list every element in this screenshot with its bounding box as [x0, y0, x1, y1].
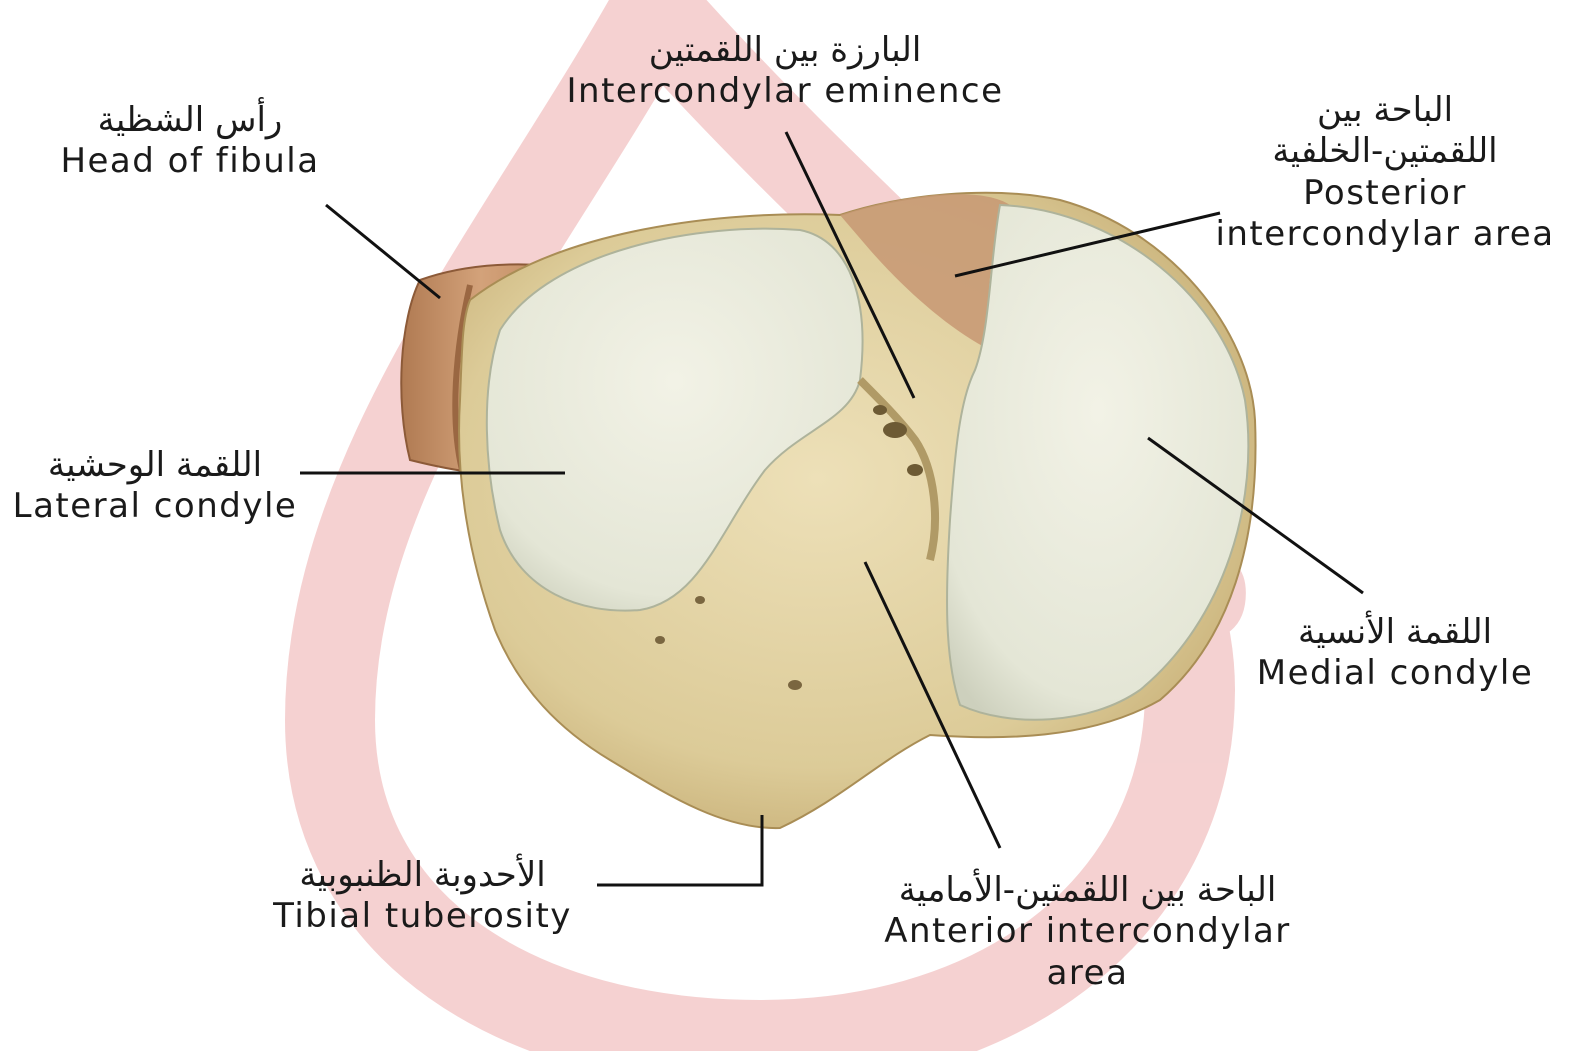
label-intercondylar-eminence: البارزة بين اللقمتين Intercondylar emine… [550, 30, 1020, 113]
leader-tibial-tuberosity [597, 815, 762, 885]
leader-head-of-fibula [326, 205, 440, 298]
label-head-of-fibula: رأس الشظية Head of fibula [40, 100, 340, 183]
label-posterior-intercondylar-area: الباحة بين اللقمتين-الخلفية Posterior in… [1205, 90, 1565, 256]
label-lateral-condyle: اللقمة الوحشية Lateral condyle [0, 445, 310, 528]
tibial-plateau [459, 193, 1255, 828]
label-anterior-intercondylar-area: الباحة بين اللقمتين-الأمامية Anterior in… [845, 870, 1330, 994]
label-tibial-tuberosity: الأحدوبة الظنبوبية Tibial tuberosity [255, 855, 590, 938]
label-medial-condyle: اللقمة الأنسية Medial condyle [1240, 612, 1550, 695]
